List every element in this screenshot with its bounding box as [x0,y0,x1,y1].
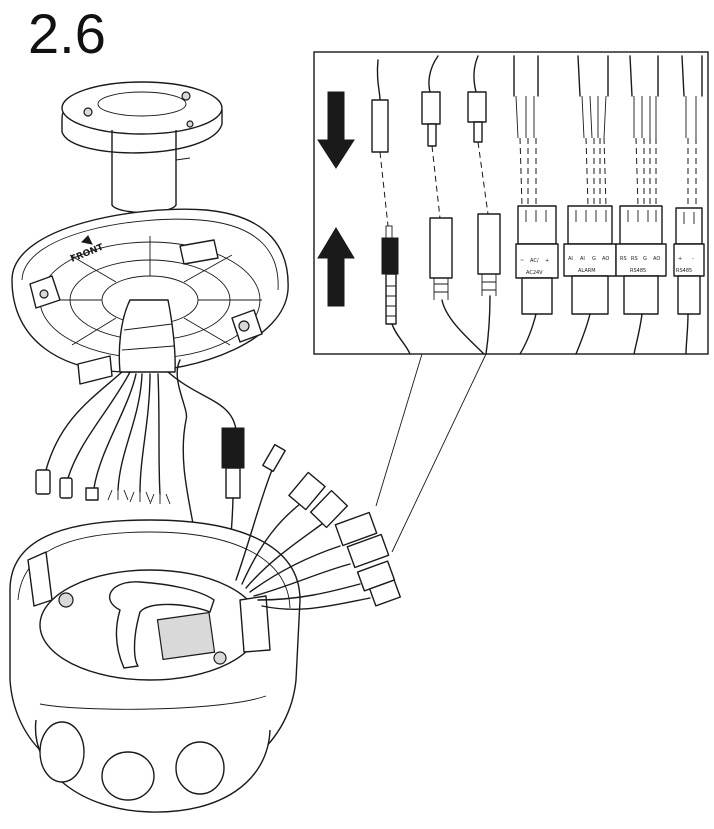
connector-label: RS485 [676,268,692,274]
terminal-label: ~ [520,258,524,264]
terminal-label: AC/ [530,258,539,264]
callout-leaders [375,353,487,553]
terminal-label: AO [653,256,660,262]
rca-connector-pair [421,55,485,355]
terminal-label: RS [620,256,627,262]
terminal-label: G [592,256,596,262]
terminal-block-ac24v: ~ AC/ + AC24V [513,55,559,355]
camera-dome-body [9,519,301,813]
terminal-block-rs485: RS RS G AO RS485 [615,55,667,355]
terminal-label: AI [580,256,585,262]
arrow-up-icon [317,227,355,307]
ceiling-mount-bracket: FRONT [11,81,289,385]
connector-label: AC24V [526,270,543,276]
rca-connector-pair-2 [467,55,501,355]
terminal-label: G [643,256,647,262]
terminal-label: - [692,256,694,262]
connector-detail-callout: ~ AC/ + AC24V AI AI G AO ALARM [313,51,709,355]
arrow-down-icon [317,91,355,169]
step-number: 2.6 [28,2,106,65]
terminal-label: AI [568,256,573,262]
terminal-block-2pin: + - RS485 [673,55,705,355]
connector-label: RS485 [630,268,646,274]
terminal-label: AO [602,256,609,262]
terminal-label: + [545,258,549,264]
terminal-label: + [678,256,682,262]
connector-label: ALARM [578,268,596,274]
terminal-label: RS [631,256,638,262]
bnc-connector-pair [371,59,411,355]
dome-connectors [235,443,401,610]
